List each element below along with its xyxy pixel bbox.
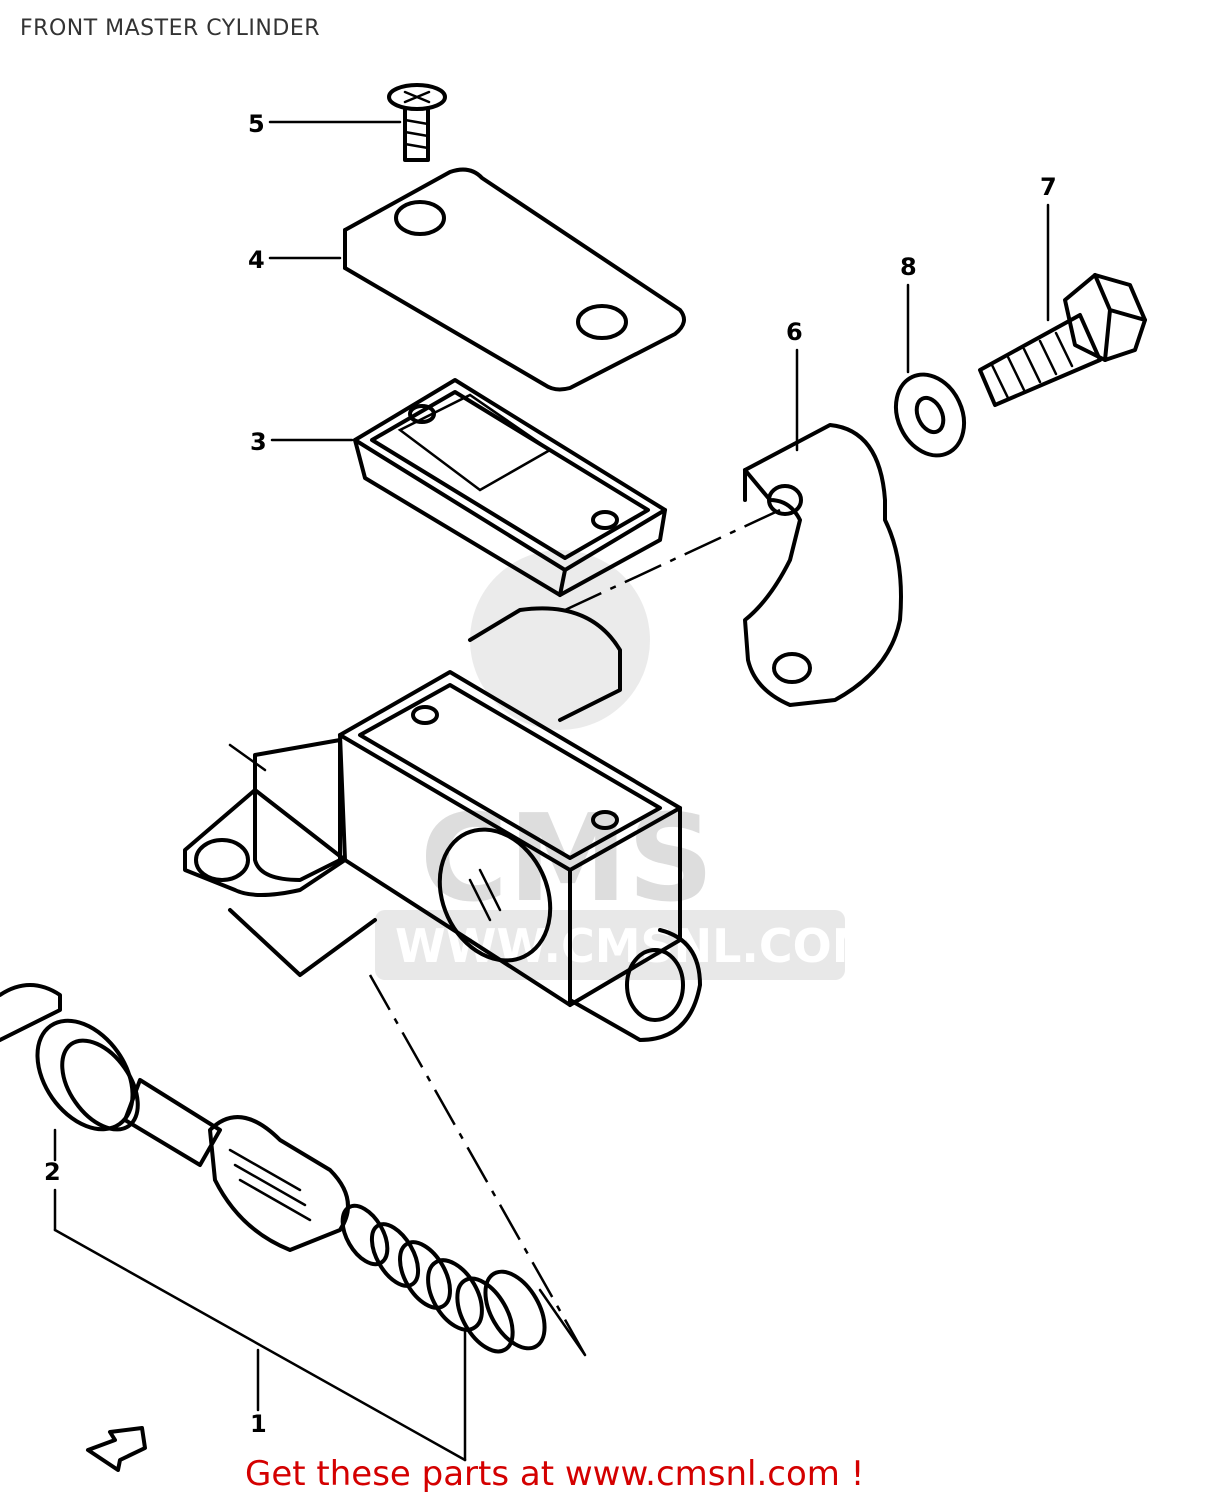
part-label-3: 3 (250, 428, 354, 456)
piston-spring (340, 1203, 547, 1354)
part-7-bolt[interactable] (978, 273, 1147, 407)
assembly-guide-lines (53, 508, 781, 1462)
front-arrow-icon (86, 1426, 147, 1472)
cta-link[interactable]: Get these parts at www.cmsnl.com ! (245, 1454, 865, 1494)
part-label-1: 1 (250, 1328, 467, 1462)
part-1-piston-assembly[interactable] (0, 983, 557, 1361)
watermark-logo: CMS WWW.CMSNL.COM (375, 550, 878, 980)
part-3-diaphragm[interactable] (353, 378, 667, 597)
svg-text:5: 5 (248, 110, 265, 138)
part-6-clamp[interactable] (743, 423, 903, 707)
part-8-washer[interactable] (883, 363, 977, 466)
svg-text:2: 2 (44, 1158, 61, 1186)
diagram-title: FRONT MASTER CYLINDER (20, 16, 321, 41)
svg-text:6: 6 (786, 318, 803, 346)
part-4-cap[interactable] (343, 167, 686, 392)
watermark-big-text: CMS (420, 790, 714, 929)
part-label-6: 6 (786, 318, 803, 452)
svg-text:8: 8 (900, 253, 917, 281)
part-5-screw[interactable] (387, 83, 447, 162)
svg-text:3: 3 (250, 428, 267, 456)
part-label-4: 4 (248, 246, 342, 274)
svg-text:1: 1 (250, 1410, 267, 1438)
part-label-7: 7 (1040, 173, 1057, 322)
part-label-5: 5 (248, 110, 402, 138)
master-cylinder-body[interactable] (183, 606, 702, 1042)
svg-text:7: 7 (1040, 173, 1057, 201)
part-label-8: 8 (900, 253, 917, 374)
svg-text:4: 4 (248, 246, 265, 274)
part-label-2: 2 (44, 1128, 61, 1232)
